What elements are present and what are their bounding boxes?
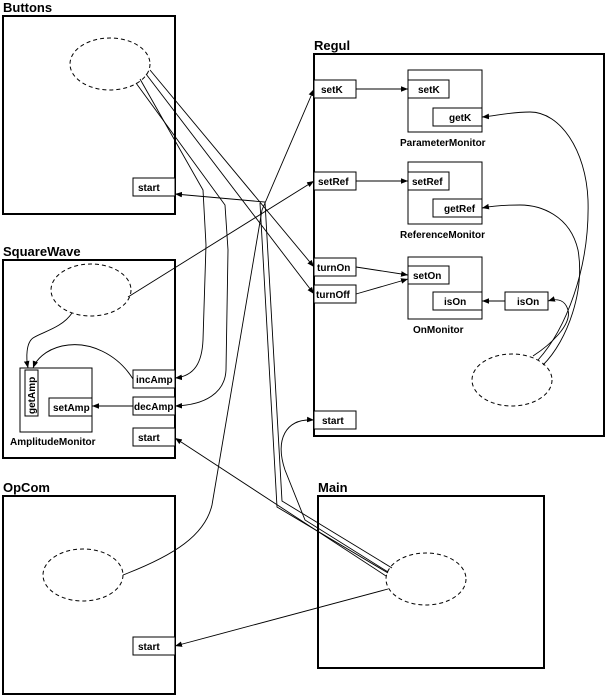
wire-regul-thread-getref bbox=[481, 203, 581, 366]
reference-monitor-title: ReferenceMonitor bbox=[400, 230, 485, 241]
getamp-label: getAmp bbox=[27, 377, 38, 414]
regul-start-label: start bbox=[322, 416, 344, 427]
main-title: Main bbox=[318, 480, 348, 495]
wire-main-to-regul-start bbox=[280, 416, 389, 573]
wire-main-to-buttons-start-2 bbox=[259, 202, 389, 574]
wire-main-to-squarewave-start bbox=[174, 437, 387, 577]
decamp-label: decAmp bbox=[134, 402, 173, 413]
wire-buttons-to-incamp bbox=[139, 78, 207, 381]
setk-label: setK bbox=[321, 85, 343, 96]
squarewave-thread-oval bbox=[50, 263, 132, 317]
setamp-label: setAmp bbox=[53, 403, 90, 414]
opcom-start-label: start bbox=[138, 642, 160, 653]
regul-ison-label: isOn bbox=[517, 297, 539, 308]
opcom-module bbox=[2, 495, 176, 695]
pm-getk-label: getK bbox=[449, 113, 472, 124]
amplitude-monitor-title: AmplitudeMonitor bbox=[10, 437, 96, 448]
turnon-label: turnOn bbox=[317, 263, 350, 274]
wire-turnoff-to-seton bbox=[355, 278, 409, 295]
regul-title: Regul bbox=[314, 38, 350, 53]
wire-regul-thread-ison bbox=[532, 296, 569, 357]
main-thread-oval bbox=[385, 552, 467, 606]
wire-turnon-to-seton bbox=[355, 266, 409, 277]
rm-getref-label: getRef bbox=[444, 204, 476, 215]
pm-setk-label: setK bbox=[418, 85, 440, 96]
buttons-start-port bbox=[132, 177, 176, 197]
setref-label: setRef bbox=[318, 177, 349, 188]
buttons-thread-oval bbox=[69, 37, 151, 91]
wire-main-to-opcom-start bbox=[174, 588, 389, 647]
wire-squarewave-thread-getamp bbox=[23, 312, 73, 369]
rm-setref-label: setRef bbox=[412, 177, 443, 188]
on-monitor-title: OnMonitor bbox=[413, 325, 464, 336]
opcom-title: OpCom bbox=[3, 480, 50, 495]
squarewave-start-label: start bbox=[138, 433, 160, 444]
squarewave-title: SquareWave bbox=[3, 244, 81, 259]
regul-thread-oval bbox=[471, 353, 553, 407]
wire-opcom-to-setk bbox=[122, 88, 315, 576]
wire-main-to-buttons-start bbox=[174, 191, 393, 569]
turnoff-label: turnOff bbox=[316, 290, 351, 301]
incamp-label: incAmp bbox=[136, 375, 173, 386]
wire-incamp-to-getamp bbox=[32, 344, 134, 380]
buttons-title: Buttons bbox=[3, 0, 52, 15]
getamp-port bbox=[24, 369, 39, 417]
parameter-monitor-title: ParameterMonitor bbox=[400, 138, 486, 149]
squarewave-start-port bbox=[132, 427, 176, 447]
buttons-start-label: start bbox=[138, 183, 160, 194]
main-module bbox=[317, 495, 545, 669]
wire-buttons-to-turnoff bbox=[145, 73, 315, 295]
wire-buttons-to-decamp bbox=[135, 82, 229, 409]
wire-buttons-to-turnon bbox=[149, 69, 315, 268]
om-seton-label: setOn bbox=[413, 271, 441, 282]
wire-squarewave-to-setref bbox=[127, 180, 315, 298]
om-ison-label: isOn bbox=[444, 297, 466, 308]
